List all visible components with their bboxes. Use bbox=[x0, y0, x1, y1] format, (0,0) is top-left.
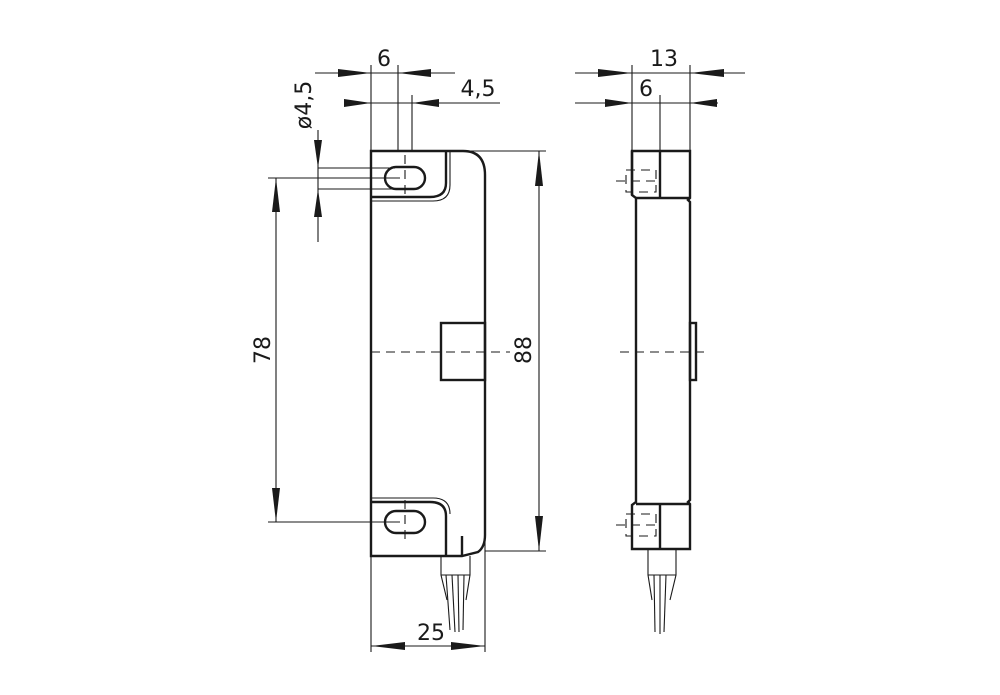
dim-78: 78 bbox=[251, 336, 276, 364]
side-dimensions: 13 6 bbox=[575, 47, 745, 151]
front-view bbox=[369, 149, 510, 633]
dim-6-front: 6 bbox=[377, 47, 391, 72]
front-cable bbox=[440, 556, 471, 633]
dim-dia-4-5: ø4,5 bbox=[292, 81, 317, 129]
top-mount-recess-inner bbox=[371, 151, 451, 202]
side-bottom-hole-hidden bbox=[616, 513, 660, 537]
dim-88: 88 bbox=[512, 336, 537, 364]
dim-13: 13 bbox=[650, 47, 678, 72]
bottom-mount-recess bbox=[371, 500, 448, 556]
front-dimensions: 6 4,5 ø4,5 78 88 25 bbox=[251, 47, 546, 652]
top-mount-recess bbox=[371, 151, 448, 199]
side-top-hole-hidden bbox=[616, 169, 660, 193]
dim-25: 25 bbox=[417, 621, 445, 646]
side-cable bbox=[647, 549, 677, 634]
front-body-outline bbox=[369, 149, 487, 558]
dim-4-5: 4,5 bbox=[461, 77, 496, 102]
side-view bbox=[616, 149, 710, 634]
side-body-outline bbox=[630, 149, 692, 551]
bottom-mount-recess-inner bbox=[371, 497, 451, 515]
dim-6-side: 6 bbox=[639, 77, 653, 102]
